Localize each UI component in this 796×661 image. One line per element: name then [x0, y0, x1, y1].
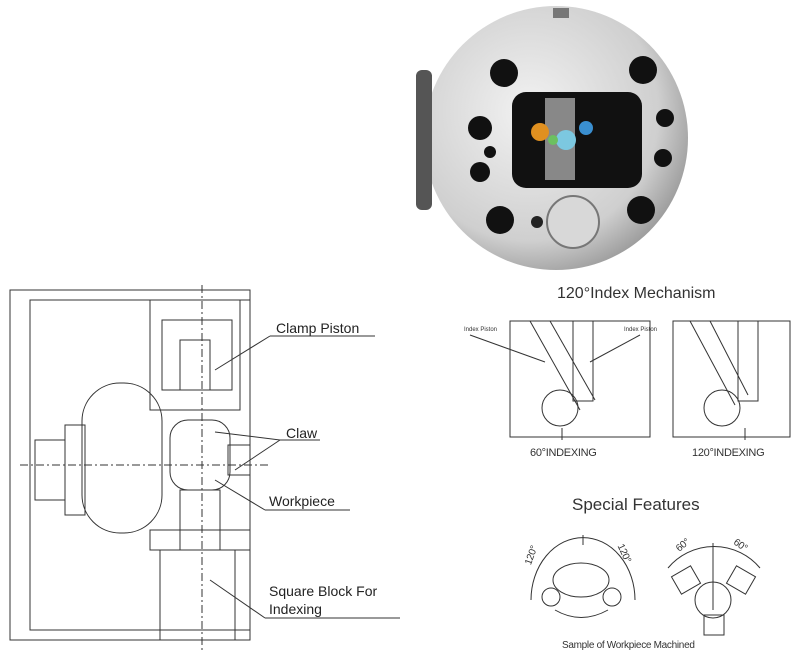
section-drawing	[9, 285, 400, 650]
clamp-piston-label: Clamp Piston	[276, 320, 360, 336]
index-chuck-photo	[416, 6, 688, 270]
square-block-label-line2: Indexing	[269, 601, 322, 617]
caption-60-indexing: 60°INDEXING	[530, 447, 597, 459]
index-mechanism-120-drawing	[672, 320, 791, 440]
workpiece-60-drawing	[667, 543, 761, 636]
caption-120-indexing: 120°INDEXING	[692, 447, 765, 459]
claw-label: Claw	[286, 425, 318, 441]
index-mechanism-title: 120°Index Mechanism	[557, 285, 716, 302]
workpiece-120-drawing	[530, 535, 636, 618]
index-mechanism-60-drawing	[469, 320, 651, 440]
index-piston-label-right: Index Piston	[624, 327, 658, 333]
index-piston-label-left: Index Piston	[464, 327, 498, 333]
sample-workpiece-caption: Sample of Workpiece Machined	[562, 640, 695, 651]
special-features-title: Special Features	[572, 495, 700, 514]
square-block-label-line1: Square Block For	[269, 583, 378, 599]
workpiece-label: Workpiece	[269, 493, 335, 509]
